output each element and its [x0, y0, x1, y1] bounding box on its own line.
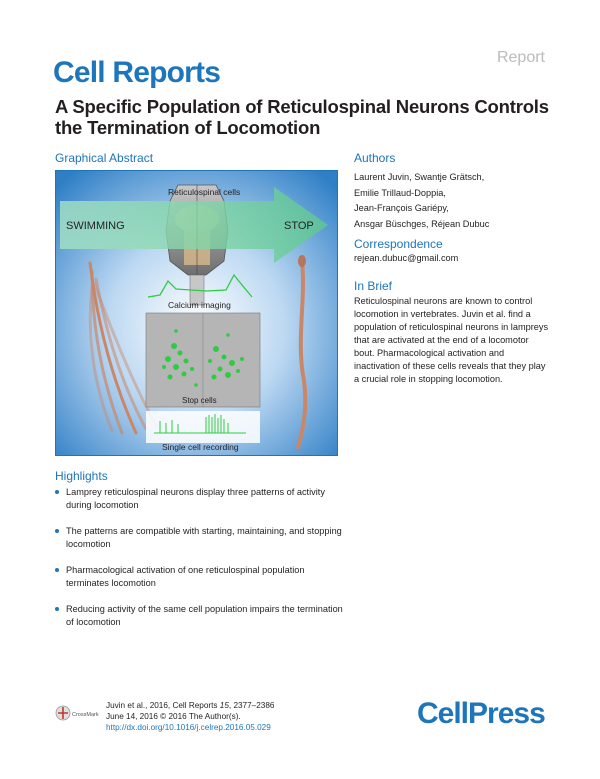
correspondence-heading: Correspondence: [354, 237, 443, 251]
citation-block: Juvin et al., 2016, Cell Reports 15, 237…: [106, 700, 274, 733]
highlight-item: The patterns are compatible with startin…: [55, 525, 345, 551]
author-line: Jean-François Gariépy,: [354, 203, 449, 214]
author-line: Ansgar Büschges, Réjean Dubuc: [354, 218, 490, 229]
stopped-lamprey: [296, 259, 308, 449]
graphical-abstract-heading: Graphical Abstract: [55, 151, 154, 165]
journal-name: Cell Reports: [53, 56, 221, 89]
reticulospinal-cells-label: Reticulospinal cells: [168, 187, 240, 197]
in-brief-heading: In Brief: [354, 279, 393, 293]
bullet-icon: [55, 607, 59, 611]
bullet-icon: [55, 529, 59, 533]
article-title: A Specific Population of Reticulospinal …: [55, 96, 549, 138]
calcium-trace: [147, 273, 253, 298]
authors-heading: Authors: [354, 151, 396, 165]
crossmark-logo[interactable]: CrossMark: [55, 704, 99, 722]
correspondence-email[interactable]: rejean.dubuc@gmail.com: [354, 253, 459, 263]
doi-link[interactable]: http://dx.doi.org/10.1016/j.celrep.2016.…: [106, 723, 271, 732]
date-line: June 14, 2016 © 2016 The Author(s).: [106, 712, 241, 721]
stop-cells-label: Stop cells: [182, 396, 217, 405]
bullet-icon: [55, 568, 59, 572]
citation-line: Juvin et al., 2016, Cell Reports 15, 237…: [106, 701, 275, 710]
spike-train: [154, 414, 246, 434]
swim-stop-arrow: [60, 187, 328, 263]
graphical-abstract-image: SWIMMING STOP Reticulospinal cells Calci…: [56, 171, 337, 455]
highlights-heading: Highlights: [55, 469, 108, 483]
calcium-imaging-label: Calcium imaging: [168, 300, 231, 310]
cellpress-logo: CellPress: [417, 697, 546, 730]
stop-cell-dots: [162, 329, 244, 387]
swimming-label: SWIMMING: [66, 220, 125, 232]
highlight-item: Pharmacological activation of one reticu…: [55, 564, 345, 590]
recording-panel: [146, 411, 260, 443]
bullet-icon: [55, 490, 59, 494]
in-brief-text: Reticulospinal neurons are known to cont…: [354, 296, 549, 384]
highlight-item: Lamprey reticulospinal neurons display t…: [55, 486, 345, 512]
crossmark-text: CrossMark: [72, 712, 99, 718]
author-line: Emilie Trillaud-Doppia,: [354, 187, 446, 198]
single-cell-recording-label: Single cell recording: [162, 442, 239, 452]
lamprey-head: [298, 255, 306, 267]
author-line: Laurent Juvin, Swantje Grätsch,: [354, 172, 485, 182]
graphical-abstract-figure: SWIMMING STOP Reticulospinal cells Calci…: [55, 170, 338, 456]
stop-label: STOP: [284, 220, 314, 232]
swimming-lamprey: [88, 261, 158, 435]
article-type: Report: [496, 49, 545, 66]
highlight-item: Reducing activity of the same cell popul…: [55, 603, 345, 629]
authors-list: Laurent Juvin, Swantje Grätsch, Emilie T…: [354, 170, 554, 232]
highlights-list: Lamprey reticulospinal neurons display t…: [55, 486, 345, 642]
citation-volume: 15: [219, 701, 229, 710]
